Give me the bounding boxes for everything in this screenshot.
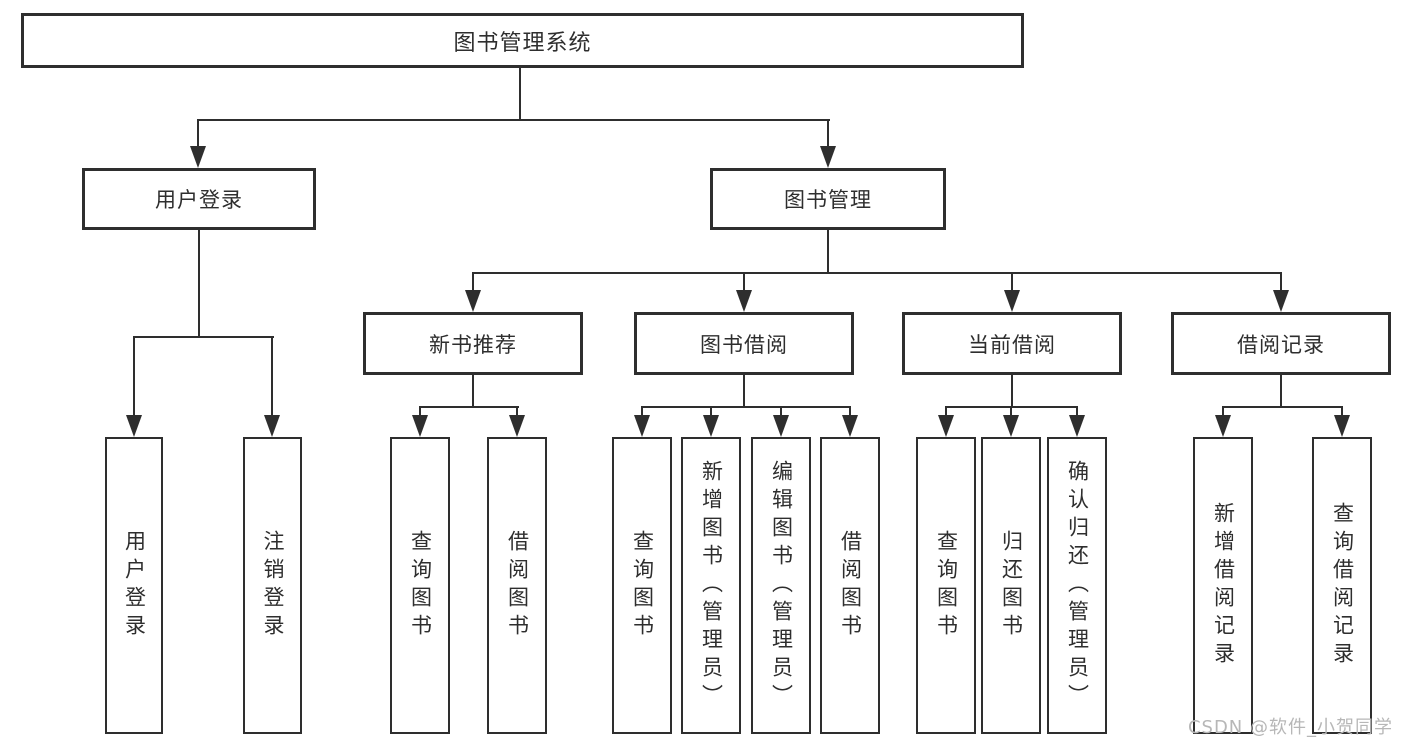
connector-vline (1280, 375, 1282, 407)
leaf-query-books-borrowing: 查询图书 (612, 437, 672, 734)
connector-vline (519, 68, 521, 120)
connector-vline (1010, 406, 1012, 416)
connector-vline (743, 375, 745, 407)
connector-vline (133, 336, 135, 416)
arrowhead-down-icon (634, 415, 650, 437)
leaf-add-books-admin: 新增图书（管理员） (681, 437, 741, 734)
connector-hline (197, 119, 830, 121)
connector-vline (1280, 272, 1282, 291)
connector-vline (827, 230, 829, 273)
connector-vline (472, 375, 474, 407)
arrowhead-down-icon (1215, 415, 1231, 437)
leaf-query-books-current: 查询图书 (916, 437, 976, 734)
node-label: 新书推荐 (429, 332, 517, 357)
node-label: 用户登录 (155, 188, 243, 212)
connector-hline (133, 336, 274, 338)
arrowhead-down-icon (190, 146, 206, 168)
node-label: 图书管理系统 (453, 30, 592, 56)
leaf-query-books-recommend: 查询图书 (390, 437, 450, 734)
leaf-borrow-books-borrowing: 借阅图书 (820, 437, 880, 734)
leaf-label: 归还图书 (999, 529, 1024, 642)
connector-vline (197, 119, 199, 146)
csdn-watermark: CSDN @软件_小贺同学 (1187, 717, 1393, 738)
connector-hline (419, 406, 519, 408)
connector-vline (641, 406, 643, 416)
connector-hline (1222, 406, 1343, 408)
leaf-label: 编辑图书（管理员） (769, 459, 794, 712)
arrowhead-down-icon (938, 415, 954, 437)
connector-vline (271, 336, 273, 416)
connector-vline (945, 406, 947, 416)
connector-vline (1341, 406, 1343, 416)
connector-vline (198, 230, 200, 337)
leaf-label: 查询图书 (408, 529, 433, 642)
leaf-query-borrow-record: 查询借阅记录 (1312, 437, 1372, 734)
leaf-label: 注销登录 (261, 529, 285, 642)
leaf-edit-books-admin: 编辑图书（管理员） (751, 437, 811, 734)
connector-vline (849, 406, 851, 416)
node-label: 图书借阅 (700, 332, 788, 357)
node-library-system: 图书管理系统 (21, 13, 1024, 68)
arrowhead-down-icon (842, 415, 858, 437)
leaf-label: 查询图书 (934, 529, 959, 642)
connector-vline (743, 272, 745, 291)
connector-vline (1011, 375, 1013, 407)
leaf-label: 查询图书 (630, 529, 655, 642)
node-label: 借阅记录 (1237, 332, 1325, 357)
arrowhead-down-icon (1003, 415, 1019, 437)
node-book-management: 图书管理 (710, 168, 946, 230)
connector-vline (780, 406, 782, 416)
connector-vline (827, 119, 829, 146)
leaf-label: 新增借阅记录 (1211, 501, 1236, 670)
leaf-add-borrow-record: 新增借阅记录 (1193, 437, 1253, 734)
connector-hline (641, 406, 851, 408)
node-user-login: 用户登录 (82, 168, 316, 230)
arrowhead-down-icon (773, 415, 789, 437)
arrowhead-down-icon (465, 290, 481, 312)
arrowhead-down-icon (1273, 290, 1289, 312)
leaf-label: 借阅图书 (838, 529, 863, 642)
leaf-label: 查询借阅记录 (1330, 501, 1355, 670)
leaf-label: 用户登录 (122, 529, 147, 642)
node-new-book-recommend: 新书推荐 (363, 312, 583, 375)
leaf-label: 确认归还（管理员） (1065, 459, 1090, 712)
node-current-borrowing: 当前借阅 (902, 312, 1122, 375)
leaf-logout-login: 注销登录 (243, 437, 302, 734)
leaf-user-login: 用户登录 (105, 437, 163, 734)
arrowhead-down-icon (736, 290, 752, 312)
arrowhead-down-icon (1004, 290, 1020, 312)
node-book-borrowing: 图书借阅 (634, 312, 854, 375)
leaf-return-books: 归还图书 (981, 437, 1041, 734)
arrowhead-down-icon (509, 415, 525, 437)
leaf-label: 借阅图书 (505, 529, 530, 642)
connector-vline (1011, 272, 1013, 291)
arrowhead-down-icon (820, 146, 836, 168)
arrowhead-down-icon (1334, 415, 1350, 437)
arrowhead-down-icon (126, 415, 142, 437)
node-label: 当前借阅 (968, 332, 1056, 357)
connector-vline (472, 272, 474, 291)
arrowhead-down-icon (703, 415, 719, 437)
arrowhead-down-icon (1069, 415, 1085, 437)
leaf-borrow-books-recommend: 借阅图书 (487, 437, 547, 734)
leaf-label: 新增图书（管理员） (699, 459, 724, 712)
connector-vline (419, 406, 421, 416)
arrowhead-down-icon (264, 415, 280, 437)
node-label: 图书管理 (784, 188, 872, 212)
node-borrowing-records: 借阅记录 (1171, 312, 1391, 375)
connector-vline (516, 406, 518, 416)
arrowhead-down-icon (412, 415, 428, 437)
connector-hline (472, 272, 1282, 274)
leaf-confirm-return-admin: 确认归还（管理员） (1047, 437, 1107, 734)
connector-vline (710, 406, 712, 416)
connector-vline (1076, 406, 1078, 416)
connector-vline (1222, 406, 1224, 416)
